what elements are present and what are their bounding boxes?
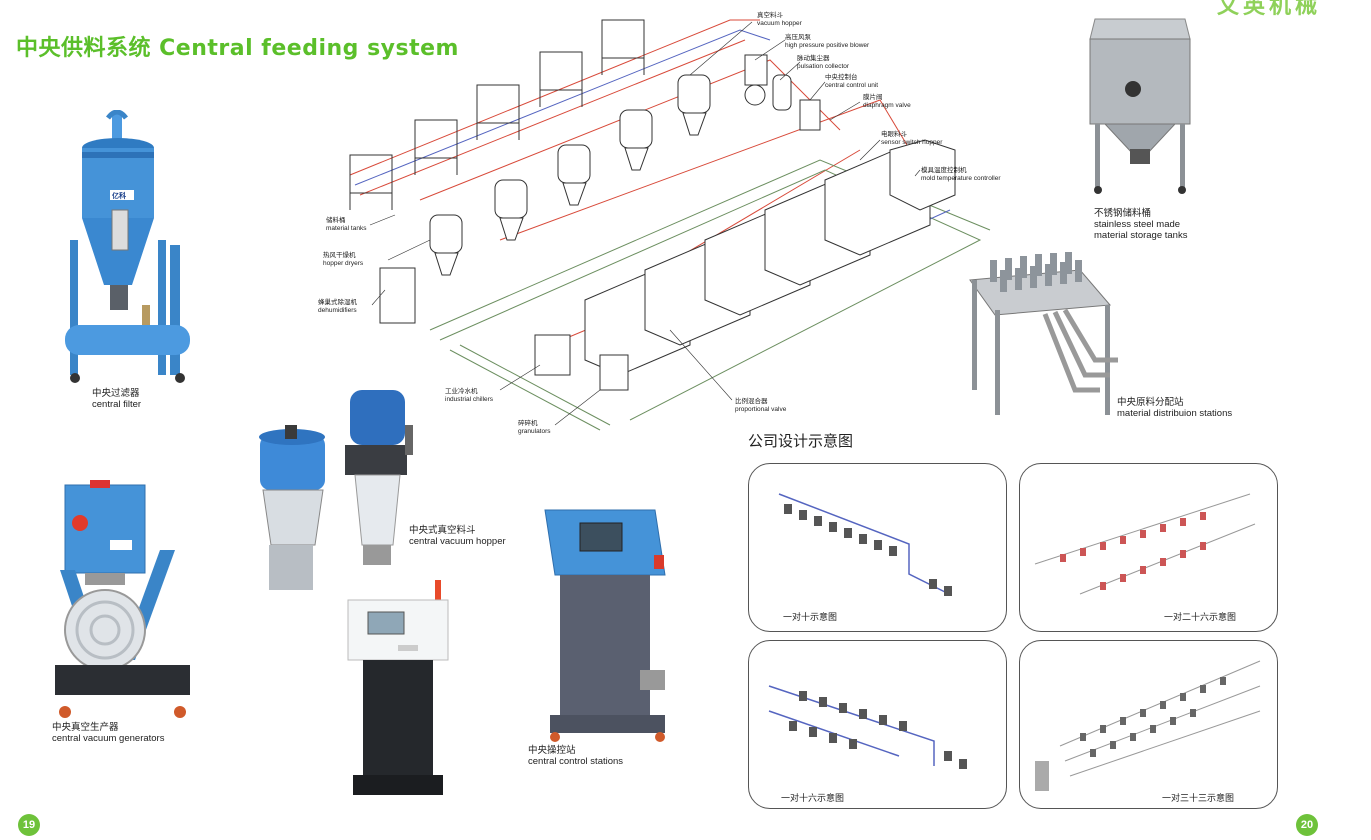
brand-fragment: 文英机械 (1216, 0, 1321, 19)
design-panel-1-10: 一对十示意图 (748, 463, 1007, 632)
design-panel-1-33: 一对三十三示意图 (1019, 640, 1278, 809)
vacuum-hopper-image (259, 390, 413, 590)
caption-central-filter: 中央过滤器 central filter (92, 388, 142, 410)
label-hopper-dryers: 热风干燥机 hopper dryers (323, 251, 364, 267)
vacuum-generator-image (55, 480, 190, 718)
label-sensor: 电眼料斗 sensor switch hopper (881, 130, 943, 146)
central-filter-image: 亿科 (65, 110, 190, 383)
caption-storage-tanks: 不锈钢储料桶 stainless steel made material sto… (1094, 208, 1188, 241)
caption-distribution: 中央原料分配站 material distribuion stations (1117, 397, 1233, 419)
label-granulators: 碎碎机 granulators (518, 419, 551, 435)
page-title: 中央供料系统 Central feeding system (16, 36, 459, 61)
label-chillers: 工业冷水机 industrial chillers (445, 387, 494, 403)
design-panel-1-16: 一对十六示意图 (748, 640, 1007, 809)
label-diaphragm: 膜片阀 diaphragm valve (863, 93, 911, 109)
caption-vacuum-hopper: 中央式真空料斗 central vacuum hopper (409, 525, 506, 547)
panel-title-1-26: 一对二十六示意图 (1164, 613, 1237, 623)
label-pulsation: 脉动集尘器 pulsation collector (797, 54, 850, 70)
label-material-tanks: 储料桶 material tanks (326, 216, 367, 232)
page-number-right: 20 (1296, 814, 1318, 836)
panel-title-1-16: 一对十六示意图 (781, 794, 845, 804)
schematic-1-10 (778, 493, 952, 596)
label-vacuum-hopper: 真空料斗 vacuum hopper (757, 11, 802, 27)
label-mold-temp: 模具温度控制机 mold temperature controller (921, 166, 1001, 182)
caption-vacuum-generators: 中央真空生产器 central vacuum generators (52, 722, 165, 744)
caption-control-stations: 中央操控站 central control stations (528, 745, 624, 767)
panel-title-1-33: 一对三十三示意图 (1162, 794, 1235, 804)
panel-title-1-10: 一对十示意图 (783, 613, 838, 623)
svg-text:亿科: 亿科 (112, 191, 126, 200)
schematic-1-16 (768, 685, 967, 769)
design-panel-1-26: 一对二十六示意图 (1019, 463, 1278, 632)
storage-tank-image (1089, 18, 1191, 194)
page-number-left: 19 (18, 814, 40, 836)
schematic-1-33 (1035, 660, 1261, 791)
central-system-diagram (349, 19, 991, 431)
control-cabinet-image (347, 580, 449, 795)
distribution-station-image (969, 252, 1118, 415)
label-proportional: 比例混合器 proportional valve (735, 397, 787, 413)
schematic-1-26 (1034, 493, 1256, 595)
design-section-title: 公司设计示意图 (748, 432, 854, 450)
control-station-image (544, 509, 666, 742)
label-blower: 高压风泵 high pressure positive blower (785, 33, 870, 49)
label-control-unit: 中央控制台 central control unit (825, 73, 879, 89)
label-dehumidifiers: 蜂巢式除湿机 dehumidifiers (318, 298, 357, 314)
